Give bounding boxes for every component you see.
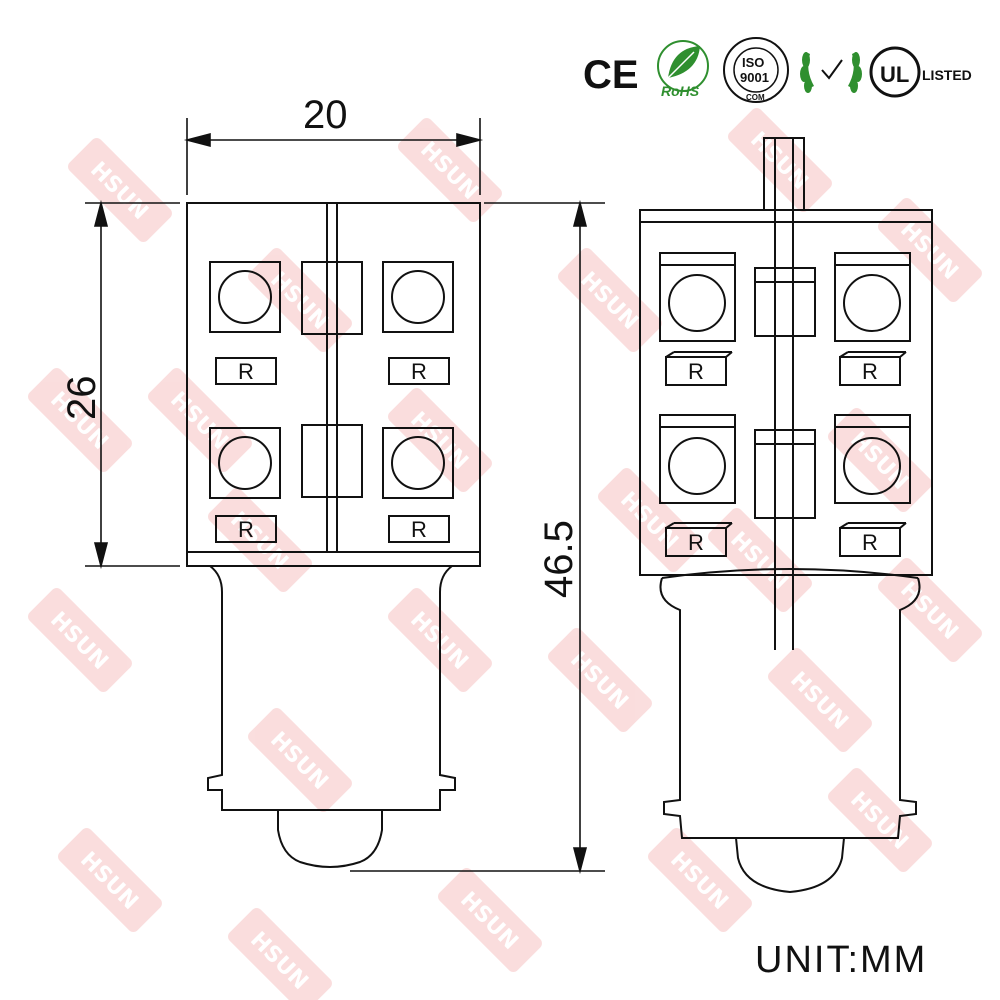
left-resistor-2 [388, 357, 450, 385]
total-height-dimension [350, 199, 605, 875]
hsun-watermark: HSUN [648, 828, 752, 932]
left-resistor-label-4: R [411, 517, 427, 542]
ul-listed-icon: UL LISTED [869, 46, 972, 98]
right-resistor-label-3: R [688, 530, 704, 555]
iso-9001-icon: ISO 9001 COM [723, 37, 789, 103]
left-body [186, 202, 481, 567]
svg-text:ISO: ISO [742, 55, 764, 70]
left-view [186, 202, 481, 868]
hsun-watermark: HSUN [878, 558, 982, 662]
left-led-top-right [382, 261, 454, 333]
ce-mark-icon: CE [583, 53, 639, 97]
left-resistor-3 [215, 515, 277, 543]
rohs-leaf-icon: RoHS [657, 40, 709, 99]
hsun-watermark: HSUN [228, 908, 332, 1000]
hsun-watermark: HSUN [248, 708, 352, 812]
svg-text:COM: COM [746, 93, 765, 102]
hsun-watermark: HSUN [68, 138, 172, 242]
certification-logos: CE RoHS ISO 9001 COM [583, 37, 972, 103]
svg-text:LISTED: LISTED [922, 67, 972, 83]
svg-text:UL: UL [880, 62, 909, 87]
right-led-top-right [834, 252, 911, 342]
hsun-watermark: HSUN [558, 248, 662, 352]
svg-text:RoHS: RoHS [661, 83, 700, 99]
right-led-bottom-right [834, 414, 911, 504]
hsun-watermark: HSUN [398, 118, 502, 222]
hsun-watermark: HSUN [708, 508, 812, 612]
right-led-top-left [659, 252, 736, 342]
right-led-bottom-left [659, 414, 736, 504]
right-resistor-label-4: R [862, 530, 878, 555]
right-resistor-label-2: R [862, 359, 878, 384]
left-resistor-label-1: R [238, 359, 254, 384]
left-led-bottom-left [209, 427, 281, 499]
left-led-bottom-right [382, 427, 454, 499]
svg-text:9001: 9001 [740, 70, 769, 85]
right-base [659, 577, 921, 894]
left-resistor-4 [388, 515, 450, 543]
hsun-watermark: HSUN [28, 588, 132, 692]
body-height-dimension [85, 199, 180, 570]
quality-wreath-icon [800, 52, 862, 93]
left-resistor-1 [215, 357, 277, 385]
left-resistor-labels: R R R R [238, 359, 427, 542]
hsun-watermark: HSUN [828, 408, 932, 512]
hsun-watermark: HSUN [598, 468, 702, 572]
hsun-watermark: HSUN [208, 488, 312, 592]
right-resistor-labels: R R R R [688, 359, 878, 555]
right-body [639, 209, 933, 576]
hsun-watermark: HSUN [878, 198, 982, 302]
right-resistor-label-1: R [688, 359, 704, 384]
left-led-top-left [209, 261, 281, 333]
hsun-watermark: HSUN [548, 628, 652, 732]
total-height-dimension-label: 46.5 [537, 520, 581, 598]
hsun-watermark: HSUN [768, 648, 872, 752]
unit-label: UNIT:MM [755, 939, 927, 981]
hsun-watermark: HSUN [438, 868, 542, 972]
hsun-watermark: HSUN [58, 828, 162, 932]
left-resistor-label-3: R [238, 517, 254, 542]
left-base [207, 565, 456, 868]
hsun-watermark: HSUN [728, 108, 832, 212]
width-dimension [183, 118, 484, 195]
width-dimension-label: 20 [303, 93, 348, 137]
body-height-dimension-label: 26 [60, 376, 104, 421]
left-resistor-label-2: R [411, 359, 427, 384]
right-view [639, 137, 933, 894]
